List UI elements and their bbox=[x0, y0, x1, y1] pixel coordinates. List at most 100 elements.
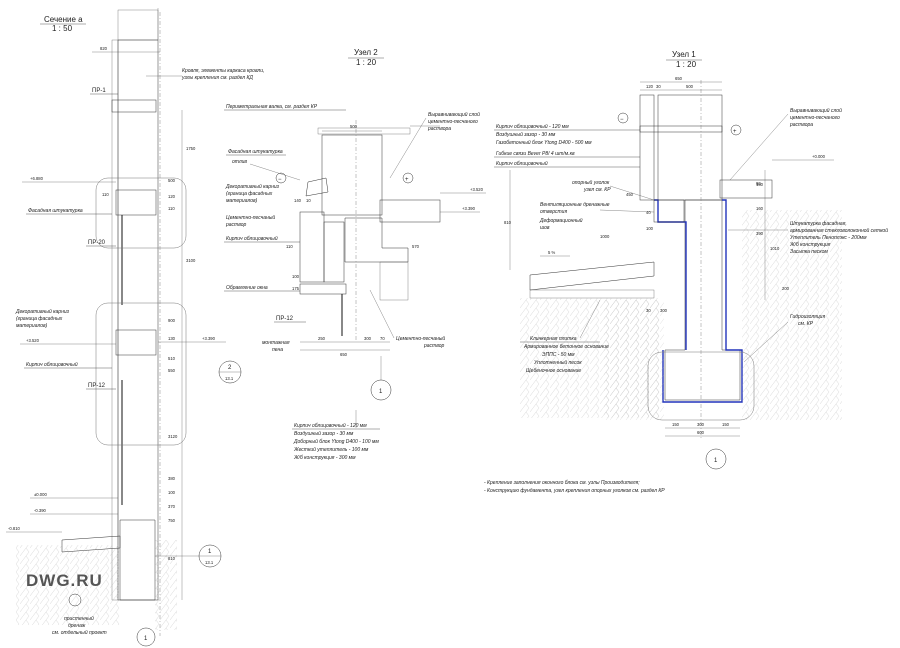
svg-text:300: 300 bbox=[697, 422, 705, 427]
svg-text:1: 1 bbox=[714, 458, 718, 464]
svg-text:500: 500 bbox=[168, 178, 176, 183]
section-title: Сечение а bbox=[44, 15, 83, 24]
level-m0390: -0.390 bbox=[34, 508, 47, 513]
node1-vent-label: Вентиляционные дренажные bbox=[540, 202, 610, 208]
node1-layer-list: Кирпич облицовочный - 120 мм Воздушный з… bbox=[494, 123, 640, 158]
svg-text:500: 500 bbox=[350, 124, 358, 129]
svg-text:пена: пена bbox=[272, 347, 283, 353]
svg-text:Газобетонный блок Ytong D400 -: Газобетонный блок Ytong D400 - 500 мм bbox=[496, 139, 592, 146]
svg-text:390: 390 bbox=[756, 231, 764, 236]
node2-foam-label: монтажная bbox=[262, 340, 290, 346]
section-detail-frame-2 bbox=[95, 177, 187, 249]
svg-text:раствор: раствор bbox=[225, 222, 247, 228]
section-mark-pr12: ПР-12 bbox=[88, 383, 106, 389]
svg-text:Ж/б конструкция: Ж/б конструкция bbox=[789, 242, 831, 248]
svg-text:500: 500 bbox=[686, 84, 694, 89]
svg-text:Клинкерная плитка: Клинкерная плитка bbox=[530, 336, 577, 342]
node2-beam bbox=[344, 217, 409, 263]
callout-2-13-1[interactable]: 2 13.1 bbox=[218, 360, 242, 384]
node2-facade-plaster-label: Фасадная штукатурка bbox=[228, 149, 283, 155]
node1-plinth-insulation bbox=[653, 199, 685, 223]
node1-brick-label: Кирпич облицовочный bbox=[496, 160, 548, 167]
node2-callout-1[interactable]: 1 bbox=[370, 356, 392, 401]
node2-window-frame bbox=[299, 283, 347, 295]
node1-level-0: +0.000 bbox=[812, 154, 826, 159]
svg-text:570: 570 bbox=[412, 244, 420, 249]
svg-text:300: 300 bbox=[364, 336, 372, 341]
node2-cement-b-label: Цементно-песчаный bbox=[396, 335, 445, 342]
svg-text:Доборный блок Ytong D400 - 100: Доборный блок Ytong D400 - 100 мм bbox=[293, 438, 379, 445]
node2-leveling-label: Выравнивающий слой bbox=[428, 111, 480, 118]
svg-text:Кирпич облицовочный - 120 мм: Кирпич облицовочный - 120 мм bbox=[294, 422, 367, 429]
level-6880: +6.880 bbox=[30, 176, 44, 181]
node2-cornice-label: Декоративный карниз bbox=[225, 183, 280, 190]
svg-text:370: 370 bbox=[168, 504, 176, 509]
svg-text:820: 820 bbox=[100, 46, 108, 51]
svg-text:Утеплитель Пеноплэкс - 200мм: Утеплитель Пеноплэкс - 200мм bbox=[790, 235, 867, 241]
svg-text:175: 175 bbox=[292, 286, 300, 291]
section-a-view: Сечение а 1 : 50 820 1750 500 120 110 bbox=[6, 8, 264, 647]
svg-text:армированная стекловолоконной: армированная стекловолоконной сеткой bbox=[790, 227, 888, 234]
node2-cement-label: Цементно-песчаный bbox=[226, 214, 275, 221]
callout-1-13-1[interactable]: 1 13.1 bbox=[155, 544, 222, 568]
node1-title: Узел 1 bbox=[672, 50, 696, 59]
node2-window-frame-label: Обрамление окна bbox=[226, 285, 268, 291]
node2-plus-marker: + bbox=[402, 172, 414, 184]
svg-text:1: 1 bbox=[379, 389, 383, 395]
node1-dimensions: 650 120 500 30 810 1000 450 100 40 160 1… bbox=[504, 76, 790, 437]
svg-text:раствора: раствора bbox=[427, 126, 451, 132]
svg-text:1000: 1000 bbox=[600, 234, 610, 239]
svg-text:750: 750 bbox=[168, 518, 176, 523]
svg-text:1: 1 bbox=[144, 636, 148, 642]
svg-text:380: 380 bbox=[168, 476, 176, 481]
svg-text:13.1: 13.1 bbox=[225, 376, 234, 381]
section-ground-right bbox=[155, 540, 177, 630]
svg-text:1750: 1750 bbox=[186, 146, 196, 151]
svg-text:810: 810 bbox=[504, 220, 512, 225]
node1-ground-under bbox=[604, 300, 664, 420]
svg-text:раствора: раствора bbox=[789, 122, 813, 128]
node1-waterproof-label: Гидроизоляция bbox=[790, 314, 825, 320]
svg-text:650: 650 bbox=[340, 352, 348, 357]
svg-text:1: 1 bbox=[208, 549, 212, 555]
section-mark-pr20: ПР-20 bbox=[88, 240, 106, 246]
node1-leveling-label: Выравнивающий слой bbox=[790, 107, 842, 114]
section-roof-cap bbox=[117, 9, 159, 41]
svg-text:Гибкие связи Bever P8/ 4 шт/м.: Гибкие связи Bever P8/ 4 шт/м.кв bbox=[496, 151, 575, 157]
svg-text:30: 30 bbox=[656, 84, 661, 89]
svg-text:450: 450 bbox=[626, 192, 634, 197]
svg-text:510: 510 bbox=[168, 356, 176, 361]
node1-slope-label: 5 % bbox=[548, 250, 555, 255]
svg-text:(граница фасадных: (граница фасадных bbox=[226, 191, 273, 197]
node1-ties-row bbox=[639, 125, 723, 133]
svg-text:цементно-песчаного: цементно-песчаного bbox=[790, 115, 840, 121]
node1-paving-eps bbox=[529, 289, 655, 299]
svg-text:шов: шов bbox=[540, 225, 550, 231]
svg-text:40: 40 bbox=[646, 210, 651, 215]
svg-text:материалов): материалов) bbox=[16, 323, 48, 329]
drain-pipe-icon bbox=[68, 593, 82, 607]
node2-brick-label: Кирпич облицовочный bbox=[226, 235, 278, 242]
svg-text:150: 150 bbox=[672, 422, 680, 427]
svg-text:Засыпка песком: Засыпка песком bbox=[790, 249, 828, 255]
svg-text:110: 110 bbox=[102, 192, 109, 197]
svg-text:250: 250 bbox=[318, 336, 326, 341]
callout-1-bottom[interactable]: 1 bbox=[136, 627, 156, 647]
section-facing-brick-label: Кирпич облицовочный bbox=[26, 361, 78, 368]
section-cornice-label: Декоративный карниз bbox=[15, 308, 70, 315]
note-1: - Крепление заполнения оконного блока см… bbox=[484, 480, 640, 486]
svg-text:3120: 3120 bbox=[168, 434, 178, 439]
svg-text:Кирпич облицовочный - 120 мм: Кирпич облицовочный - 120 мм bbox=[496, 123, 569, 130]
svg-text:цементно-песчаного: цементно-песчаного bbox=[428, 119, 478, 125]
section-roof-label-2: узлы крепления см. раздел КД bbox=[181, 75, 253, 81]
svg-text:(граница фасадных: (граница фасадных bbox=[16, 316, 63, 322]
svg-text:материалов): материалов) bbox=[226, 198, 258, 204]
section-floor-slab bbox=[115, 189, 157, 216]
svg-text:140: 140 bbox=[294, 198, 302, 203]
node1-callout-1[interactable]: 1 bbox=[705, 448, 727, 470]
node1-foundation bbox=[664, 199, 741, 401]
node2-layer-list: Кирпич облицовочный - 120 мм Воздушный з… bbox=[292, 410, 380, 461]
svg-text:Воздушный зазор - 30 мм: Воздушный зазор - 30 мм bbox=[496, 131, 556, 138]
perimeter-beam-label: Периметральная валка, см. раздел КР bbox=[226, 104, 318, 110]
node2-title: Узел 2 bbox=[354, 48, 378, 57]
